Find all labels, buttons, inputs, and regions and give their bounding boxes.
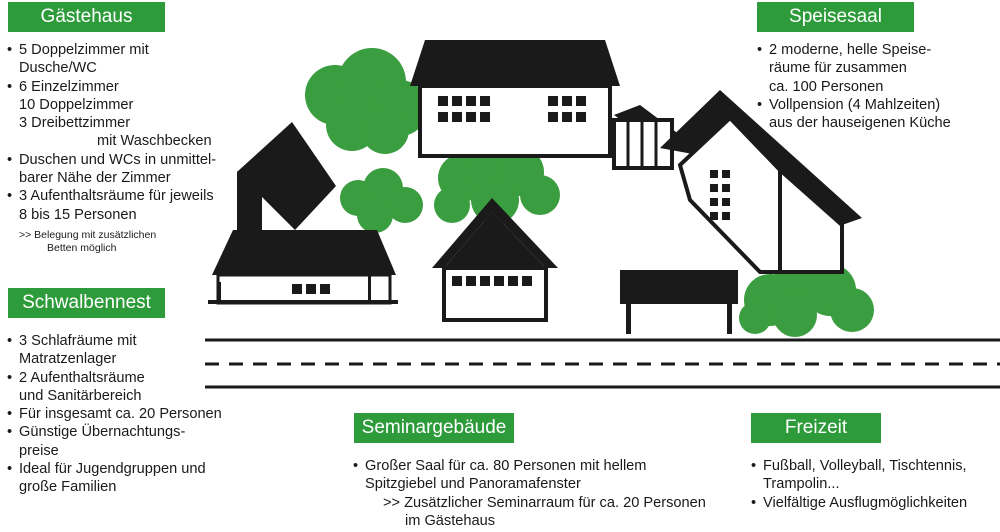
list-item: 6 Einzelzimmer 10 Doppelzimmer 3 Dreibet… (6, 78, 246, 151)
seminargebaeude-title: Seminargebäude (354, 413, 514, 443)
freizeit-title: Freizeit (751, 413, 881, 443)
list-item: Großer Saal für ca. 80 Personen mit hell… (352, 457, 742, 530)
schwalbennest-details: 3 Schlafräume mit Matratzenlager 2 Aufen… (6, 332, 246, 497)
list-item: Duschen und WCs in unmittel- barer Nähe … (6, 151, 246, 188)
list-item: 2 Aufenthaltsräume und Sanitärbereich (6, 369, 246, 406)
gaestehaus-title: Gästehaus (8, 2, 165, 32)
list-item: 2 moderne, helle Speise- räume für zusam… (756, 41, 996, 96)
schwalbennest-title: Schwalbennest (8, 288, 165, 318)
list-item: Ideal für Jugendgruppen und große Famili… (6, 460, 246, 497)
gaestehaus-note: >> Belegung mit zusätzlichen Betten mögl… (19, 228, 157, 254)
list-item: Günstige Übernachtungs- preise (6, 423, 246, 460)
list-item: Vollpension (4 Mahlzeiten) aus der hause… (756, 96, 996, 133)
tree-middle-left (340, 168, 423, 233)
road (205, 338, 1000, 389)
list-item: Fußball, Volleyball, Tischtennis, Trampo… (750, 457, 998, 494)
list-item: 3 Aufenthaltsräume für jeweils 8 bis 15 … (6, 187, 246, 224)
seminargebaeude-details: Großer Saal für ca. 80 Personen mit hell… (352, 457, 742, 530)
speisesaal-title: Speisesaal (757, 2, 914, 32)
speisesaal-details: 2 moderne, helle Speise- räume für zusam… (756, 41, 996, 132)
list-item: 5 Doppelzimmer mit Dusche/WC (6, 41, 246, 78)
building-speisesaal (612, 90, 862, 274)
gaestehaus-details: 5 Doppelzimmer mit Dusche/WC 6 Einzelzim… (6, 41, 246, 255)
list-item: Vielfältige Ausflugmöglichkeiten (750, 494, 998, 513)
list-item: Für insgesamt ca. 20 Personen (6, 405, 246, 424)
freizeit-details: Fußball, Volleyball, Tischtennis, Trampo… (750, 457, 998, 512)
list-item: 3 Schlafräume mit Matratzenlager (6, 332, 246, 369)
building-seminar (432, 198, 558, 322)
building-carport (620, 270, 738, 334)
tree-top-left (305, 48, 428, 154)
building-top-center (410, 40, 620, 158)
